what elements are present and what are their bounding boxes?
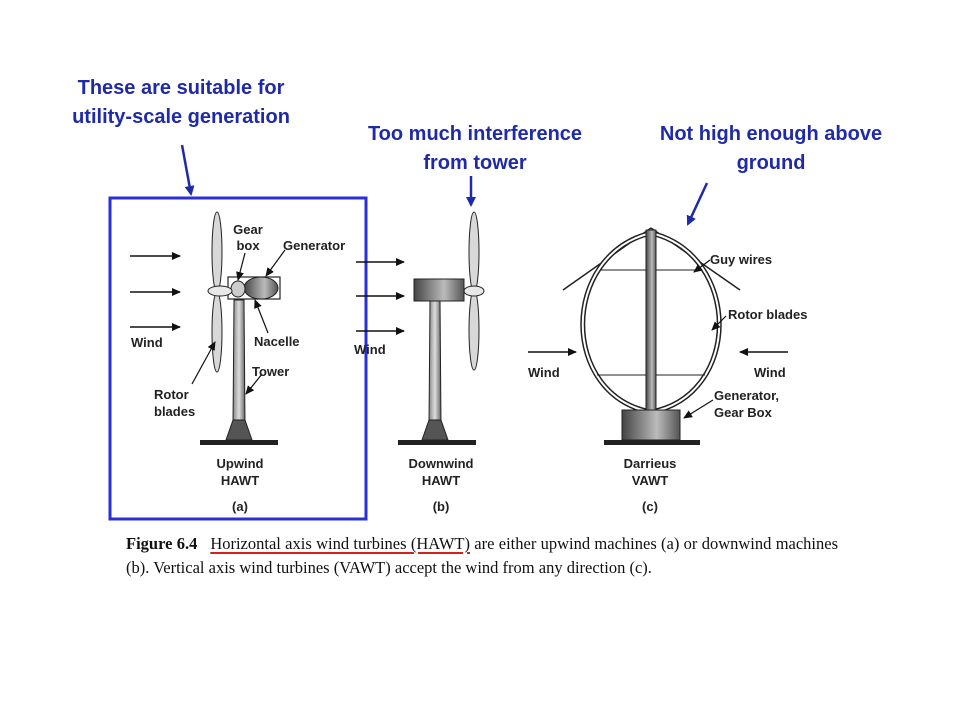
generator-leader <box>265 249 286 277</box>
wind-label: Wind <box>131 335 163 350</box>
downwind-annotation: Too much interference from tower <box>340 120 610 178</box>
wind-label: Wind <box>754 365 786 380</box>
generator-gearbox-label: Generator, <box>714 388 779 403</box>
rotor-blades-leader <box>711 315 727 331</box>
hawt-annotation-line-2: utility-scale generation <box>72 106 290 128</box>
panel-tag: (b) <box>433 499 450 514</box>
wind-label: Wind <box>354 342 386 357</box>
ground <box>200 440 278 445</box>
gear-box <box>230 280 246 298</box>
upwind-highlight-box <box>108 196 368 521</box>
tower <box>428 299 442 426</box>
tower-leader <box>245 373 263 395</box>
gear-box-label: Gear <box>233 222 263 237</box>
rotor-blade <box>468 211 480 293</box>
figure-number: Figure 6.4 <box>126 534 198 553</box>
hub <box>463 285 485 297</box>
generator-box <box>621 409 681 441</box>
gear-box-label: box <box>236 238 260 253</box>
generator <box>243 276 279 300</box>
nacelle <box>413 278 465 302</box>
vawt-annotation-arrow <box>686 182 709 226</box>
rotor-blade <box>468 289 480 371</box>
wind-label: Wind <box>528 365 560 380</box>
nacelle-leader <box>254 299 269 334</box>
downwind-annotation-line-1: Too much interference <box>367 123 583 145</box>
rotor-blades-label: Rotor <box>154 387 189 402</box>
rotor-blade <box>211 291 223 373</box>
tower-label: Tower <box>252 364 289 379</box>
tower-base <box>421 419 449 441</box>
upwind-hawt: Gear box Generator Nacelle Tower Wind Ro… <box>130 211 345 514</box>
guy-wires-label: Guy wires <box>710 252 772 267</box>
rotor-blade <box>211 211 223 293</box>
downwind-annotation-line-2: from tower <box>423 152 527 174</box>
vawt-annotation-line-1: Not high enough above <box>659 123 883 145</box>
hawt-annotation-arrow <box>180 144 195 196</box>
central-shaft <box>645 229 657 411</box>
rotor-blade <box>581 232 652 413</box>
generator-label: Generator <box>283 238 345 253</box>
rotor-blades-label: blades <box>154 404 195 419</box>
rotor-blade <box>580 230 652 415</box>
panel-name: HAWT <box>422 473 460 488</box>
ground <box>398 440 476 445</box>
hub <box>207 285 233 297</box>
vawt-annotation-line-2: ground <box>736 152 806 174</box>
panel-name: HAWT <box>221 473 259 488</box>
caption-text: are either upwind machines (a) or downwi… <box>126 534 839 577</box>
caption-underlined: Horizontal axis wind turbines (HAWT) <box>210 534 470 553</box>
figure-caption: Figure 6.4 Horizontal axis wind turbines… <box>126 532 838 580</box>
tower-base <box>225 419 253 441</box>
downwind-hawt: Wind Downwind HAWT (b) <box>354 211 485 514</box>
rotor-blade <box>650 232 721 413</box>
guy-wires-leader <box>693 259 711 273</box>
panel-tag: (c) <box>642 499 658 514</box>
ground <box>604 440 700 445</box>
tower <box>232 299 246 426</box>
hawt-annotation: These are suitable for utility-scale gen… <box>40 74 322 132</box>
gear-box-leader <box>236 252 246 281</box>
darrieus-vawt: Wind Wind Guy wires Rotor blades Generat… <box>528 227 807 514</box>
nacelle-label: Nacelle <box>254 334 300 349</box>
panel-name: Downwind <box>409 456 474 471</box>
panel-name: Upwind <box>217 456 264 471</box>
generator-leader <box>683 399 714 419</box>
rotor-blade <box>650 230 722 415</box>
vawt-annotation: Not high enough above ground <box>628 120 914 178</box>
panel-name: VAWT <box>632 473 669 488</box>
rotor-blades-label: Rotor blades <box>728 307 807 322</box>
hawt-annotation-line-1: These are suitable for <box>77 77 285 99</box>
rotor-blades-leader <box>191 341 216 385</box>
generator-gearbox-label: Gear Box <box>714 405 773 420</box>
panel-name: Darrieus <box>624 456 677 471</box>
panel-tag: (a) <box>232 499 248 514</box>
